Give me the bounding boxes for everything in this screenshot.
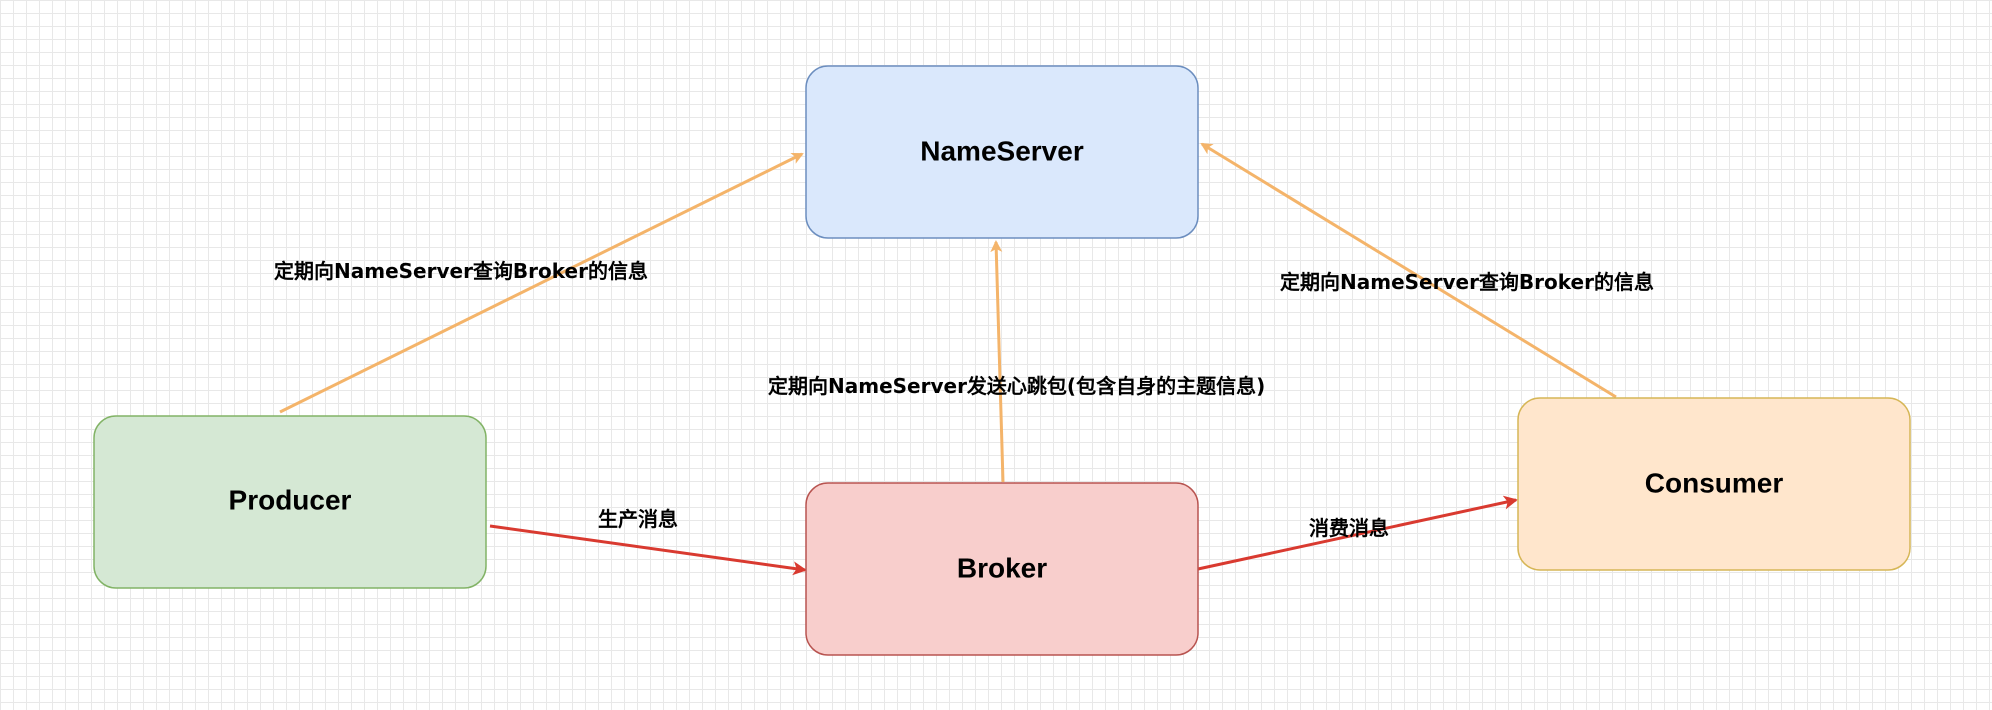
edge-broker-to-nameserver — [990, 240, 1005, 483]
edge-label-consume-message: 消费消息 — [1309, 516, 1389, 540]
node-broker-label: Broker — [957, 552, 1047, 583]
node-nameserver[interactable]: NameServer — [805, 65, 1199, 239]
edge-label-broker-heartbeat: 定期向NameServer发送心跳包(包含自身的主题信息) — [768, 374, 1265, 398]
edge-label-produce-message: 生产消息 — [598, 507, 678, 531]
edge-label-producer-query: 定期向NameServer查询Broker的信息 — [274, 259, 648, 283]
node-consumer-box — [1517, 397, 1911, 571]
node-nameserver-box — [805, 65, 1199, 239]
edge-label-consumer-query: 定期向NameServer查询Broker的信息 — [1280, 270, 1654, 294]
node-broker[interactable]: Broker — [805, 482, 1199, 656]
node-nameserver-label: NameServer — [920, 135, 1084, 166]
node-broker-box — [805, 482, 1199, 656]
node-producer-box — [93, 415, 487, 589]
node-consumer[interactable]: Consumer — [1517, 397, 1911, 571]
node-consumer-label: Consumer — [1645, 467, 1784, 498]
node-producer-label: Producer — [229, 484, 352, 515]
edge-producer-to-nameserver — [279, 152, 804, 414]
edge-consumer-to-nameserver — [1200, 142, 1617, 399]
edge-broker-to-consumer — [1197, 495, 1518, 571]
edge-producer-to-broker — [489, 524, 807, 576]
node-producer[interactable]: Producer — [93, 415, 487, 589]
